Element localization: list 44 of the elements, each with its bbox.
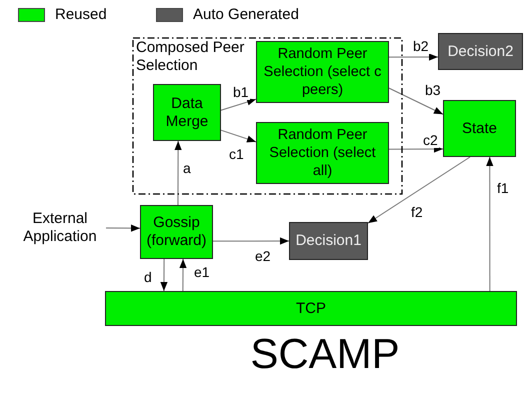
arrow [179, 258, 187, 292]
node-label: Data Merge [164, 94, 210, 130]
arrow [160, 258, 168, 292]
node-label: Gossip (forward) [145, 214, 208, 250]
edge-label: c2 [422, 132, 439, 148]
node-label: State [462, 120, 498, 138]
arrow [388, 88, 444, 115]
edge-label: f2 [410, 204, 424, 220]
node-label: TCP [296, 300, 326, 318]
arrow [106, 224, 140, 232]
diagram-title: SCAMP [249, 330, 401, 378]
node-label: Random Peer Selection (select c peers) [262, 45, 382, 99]
arrow [368, 156, 470, 224]
edge-label: b3 [424, 82, 442, 98]
node-label: External Application [22, 210, 98, 246]
arrow [174, 140, 182, 206]
node-label: Random Peer Selection (select all) [268, 126, 377, 180]
edge-label: d [143, 269, 153, 285]
arrow [388, 53, 438, 61]
edge-label: b1 [232, 84, 250, 100]
edge-label: b2 [412, 38, 430, 54]
legend-label: Reused [55, 6, 107, 24]
group-heading: Composed Peer Selection [136, 39, 246, 75]
group-frame [132, 37, 403, 195]
edge-label: c1 [228, 146, 245, 162]
generated-box [438, 33, 523, 70]
legend-label: Auto Generated [193, 6, 299, 24]
component-box [443, 100, 516, 157]
component-box [105, 291, 517, 326]
node-label: Decision2 [448, 42, 514, 60]
generated-box [289, 222, 368, 260]
arrow [212, 237, 290, 245]
arrow [486, 156, 494, 292]
node-label: Decision1 [296, 232, 362, 250]
component-box [256, 122, 389, 184]
edge-label: e2 [254, 248, 272, 264]
edge-label: f1 [496, 180, 510, 196]
component-box [256, 41, 389, 103]
edge-label: e1 [193, 264, 211, 280]
arrow [388, 145, 444, 153]
component-box [153, 84, 221, 141]
arrow [220, 98, 256, 111]
component-box [140, 205, 213, 259]
arrow [220, 130, 256, 142]
